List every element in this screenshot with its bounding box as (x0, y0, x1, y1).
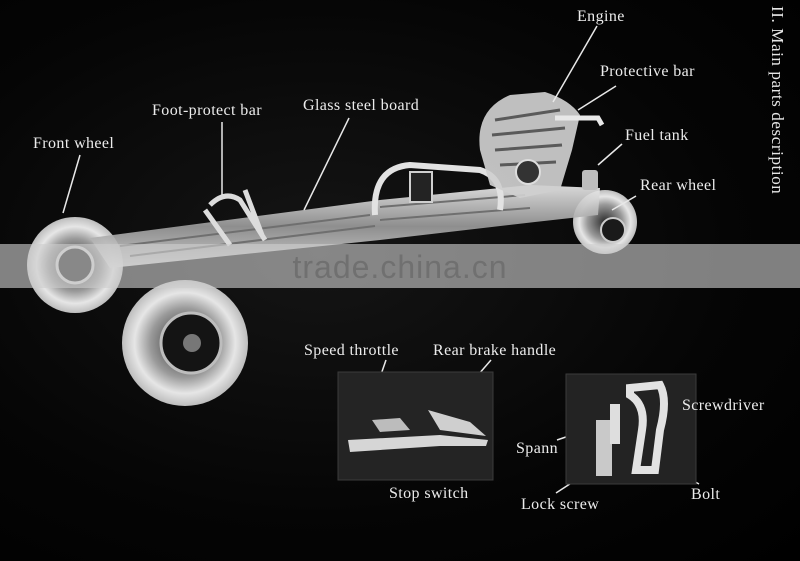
label-rear-wheel: Rear wheel (640, 177, 716, 195)
label-lock-screw: Lock screw (521, 496, 599, 514)
watermark: trade.china.cn (0, 249, 800, 286)
label-fuel-tank: Fuel tank (625, 127, 689, 145)
label-bolt: Bolt (691, 486, 720, 504)
label-engine: Engine (577, 8, 625, 26)
label-front-wheel: Front wheel (33, 135, 114, 153)
label-protective-bar: Protective bar (600, 63, 695, 81)
label-stop-switch: Stop switch (389, 485, 469, 503)
section-title: II. Main parts description (757, 6, 787, 236)
label-rear-brake-handle: Rear brake handle (433, 342, 556, 360)
label-foot-protect-bar: Foot-protect bar (152, 102, 262, 120)
label-glass-steel-board: Glass steel board (303, 97, 419, 115)
label-spann: Spann (516, 440, 558, 458)
engine (479, 92, 580, 198)
label-speed-throttle: Speed throttle (304, 342, 399, 360)
seat-bracket (410, 172, 432, 202)
label-screwdriver: Screwdriver (682, 397, 765, 415)
fuel-tank (582, 170, 598, 190)
front-wheel-right (122, 280, 248, 406)
